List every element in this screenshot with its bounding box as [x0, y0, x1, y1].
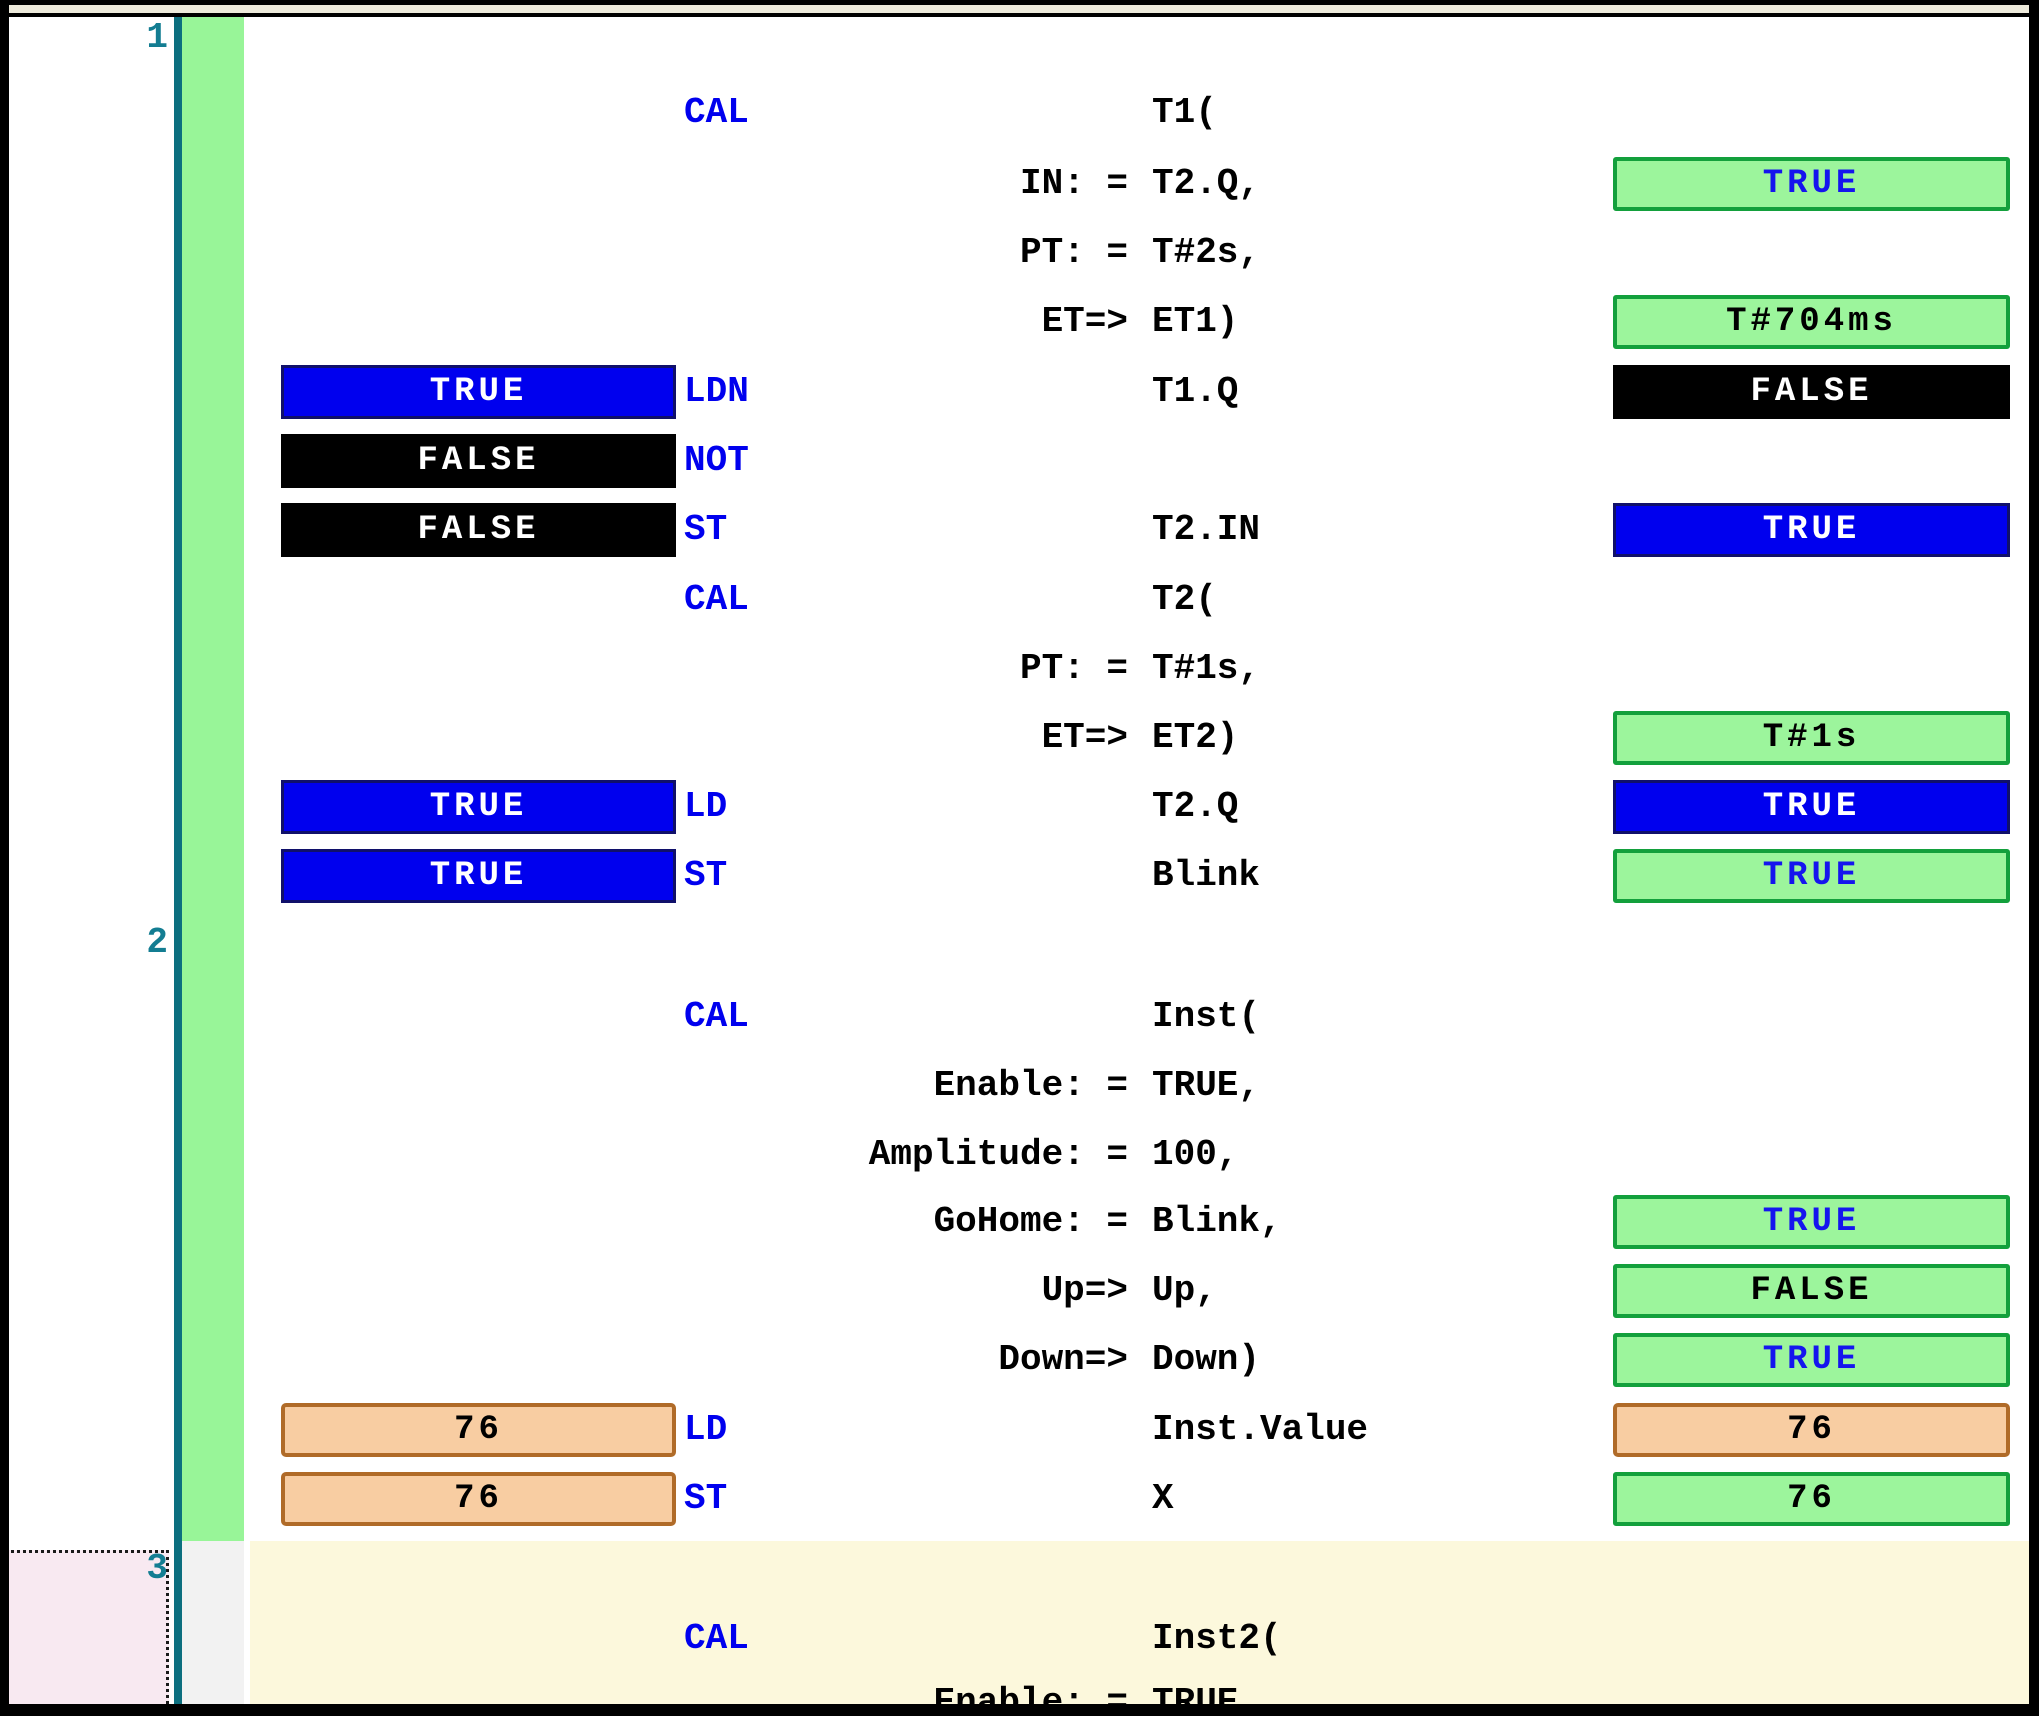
il-argument-value: T#2s, — [1152, 232, 1261, 273]
il-argument-name: Enable: = — [933, 1065, 1128, 1106]
il-argument-value: ET1) — [1152, 301, 1239, 342]
il-code-row[interactable]: Down=> Down) TRUE — [0, 1333, 2039, 1387]
window-border-top-inner-line — [0, 13, 2039, 17]
il-argument-value: Down) — [1152, 1339, 1261, 1380]
accumulator-value-box: 76 — [281, 1403, 676, 1457]
il-operator: LDN — [684, 371, 749, 412]
il-code-row[interactable]: Enable: = TRUE, — [0, 1059, 2039, 1113]
il-operator: LD — [684, 786, 728, 827]
il-operand: X — [1152, 1478, 1174, 1519]
il-operator: CAL — [684, 996, 749, 1037]
il-code-row[interactable]: ET=> ET2) T#1s — [0, 711, 2039, 765]
il-code-row[interactable]: CAL Inst( — [0, 990, 2039, 1044]
il-code-row[interactable]: Up=> Up, FALSE — [0, 1264, 2039, 1318]
il-code-row[interactable]: Amplitude: = 100, — [0, 1128, 2039, 1182]
il-operator: ST — [684, 855, 728, 896]
window-border-top — [0, 0, 2039, 5]
il-operand: Inst.Value — [1152, 1409, 1369, 1450]
monitor-value-box: 76 — [1613, 1403, 2010, 1457]
il-operand: T2( — [1152, 579, 1217, 620]
line-number-1: 1 — [146, 17, 168, 58]
il-argument-name: ET=> — [1041, 301, 1128, 342]
il-operator: ST — [684, 1478, 728, 1519]
monitor-value-box: T#1s — [1613, 711, 2010, 765]
monitor-value-box: FALSE — [1613, 365, 2010, 419]
il-operand: Inst2( — [1152, 1618, 1282, 1659]
il-operand: T1.Q — [1152, 371, 1239, 412]
monitor-value-box: TRUE — [1613, 503, 2010, 557]
monitor-value-box: TRUE — [1613, 780, 2010, 834]
il-argument-value: 100, — [1152, 1134, 1239, 1175]
accumulator-value-box: TRUE — [281, 365, 676, 419]
il-argument-name: GoHome: = — [933, 1201, 1128, 1242]
il-operand: Blink — [1152, 855, 1261, 896]
accumulator-value-box: TRUE — [281, 780, 676, 834]
il-argument-name: ET=> — [1041, 717, 1128, 758]
window-border-bottom — [0, 1704, 2039, 1716]
window-border-left — [0, 0, 9, 1716]
il-code-row[interactable]: CAL Inst2( — [0, 1612, 2039, 1666]
accumulator-value-box: TRUE — [281, 849, 676, 903]
monitor-value-box: 76 — [1613, 1472, 2010, 1526]
window-border-right — [2029, 0, 2039, 1716]
accumulator-value-box: FALSE — [281, 434, 676, 488]
il-operand: T2.Q — [1152, 786, 1239, 827]
il-operator: CAL — [684, 579, 749, 620]
il-operand: T1( — [1152, 92, 1217, 133]
monitor-value-box: TRUE — [1613, 157, 2010, 211]
il-argument-name: Down=> — [998, 1339, 1128, 1380]
monitor-value-box: FALSE — [1613, 1264, 2010, 1318]
il-code-row[interactable]: CAL T1( — [0, 86, 2039, 140]
il-operator: NOT — [684, 440, 749, 481]
il-operator: ST — [684, 509, 728, 550]
il-operator: CAL — [684, 92, 749, 133]
il-code-row[interactable]: PT: = T#2s, — [0, 226, 2039, 280]
il-operator: LD — [684, 1409, 728, 1450]
section3-highlight-region — [250, 1541, 2029, 1716]
monitor-value-box: TRUE — [1613, 1333, 2010, 1387]
il-argument-value: T2.Q, — [1152, 163, 1261, 204]
il-code-row[interactable]: ET=> ET1) T#704ms — [0, 295, 2039, 349]
gutter-separator-line — [174, 17, 182, 1716]
monitor-value-box: T#704ms — [1613, 295, 2010, 349]
il-argument-value: Blink, — [1152, 1201, 1282, 1242]
monitor-value-box: TRUE — [1613, 849, 2010, 903]
il-argument-name: Amplitude: = — [868, 1134, 1128, 1175]
il-argument-value: TRUE, — [1152, 1065, 1261, 1106]
gutter-green-bar — [182, 17, 244, 1541]
il-argument-value: T#1s, — [1152, 648, 1261, 689]
accumulator-value-box: FALSE — [281, 503, 676, 557]
il-code-row[interactable]: CAL T2( — [0, 573, 2039, 627]
window-border-cream-strip — [0, 5, 2039, 13]
il-argument-name: Up=> — [1041, 1270, 1128, 1311]
il-operand: Inst( — [1152, 996, 1261, 1037]
il-argument-value: ET2) — [1152, 717, 1239, 758]
il-argument-name: PT: = — [1019, 232, 1128, 273]
il-code-row[interactable]: GoHome: = Blink, TRUE — [0, 1195, 2039, 1249]
il-operand: T2.IN — [1152, 509, 1261, 550]
il-code-row[interactable]: IN: = T2.Q, TRUE — [0, 157, 2039, 211]
line-number-2: 2 — [146, 922, 168, 963]
il-operator: CAL — [684, 1618, 749, 1659]
accumulator-value-box: 76 — [281, 1472, 676, 1526]
il-argument-name: PT: = — [1019, 648, 1128, 689]
il-argument-value: Up, — [1152, 1270, 1217, 1311]
line-number-3: 3 — [146, 1548, 168, 1589]
gutter-gray-bar-section3 — [182, 1541, 244, 1716]
il-argument-name: IN: = — [1019, 163, 1128, 204]
il-code-row[interactable]: PT: = T#1s, — [0, 642, 2039, 696]
monitor-value-box: TRUE — [1613, 1195, 2010, 1249]
